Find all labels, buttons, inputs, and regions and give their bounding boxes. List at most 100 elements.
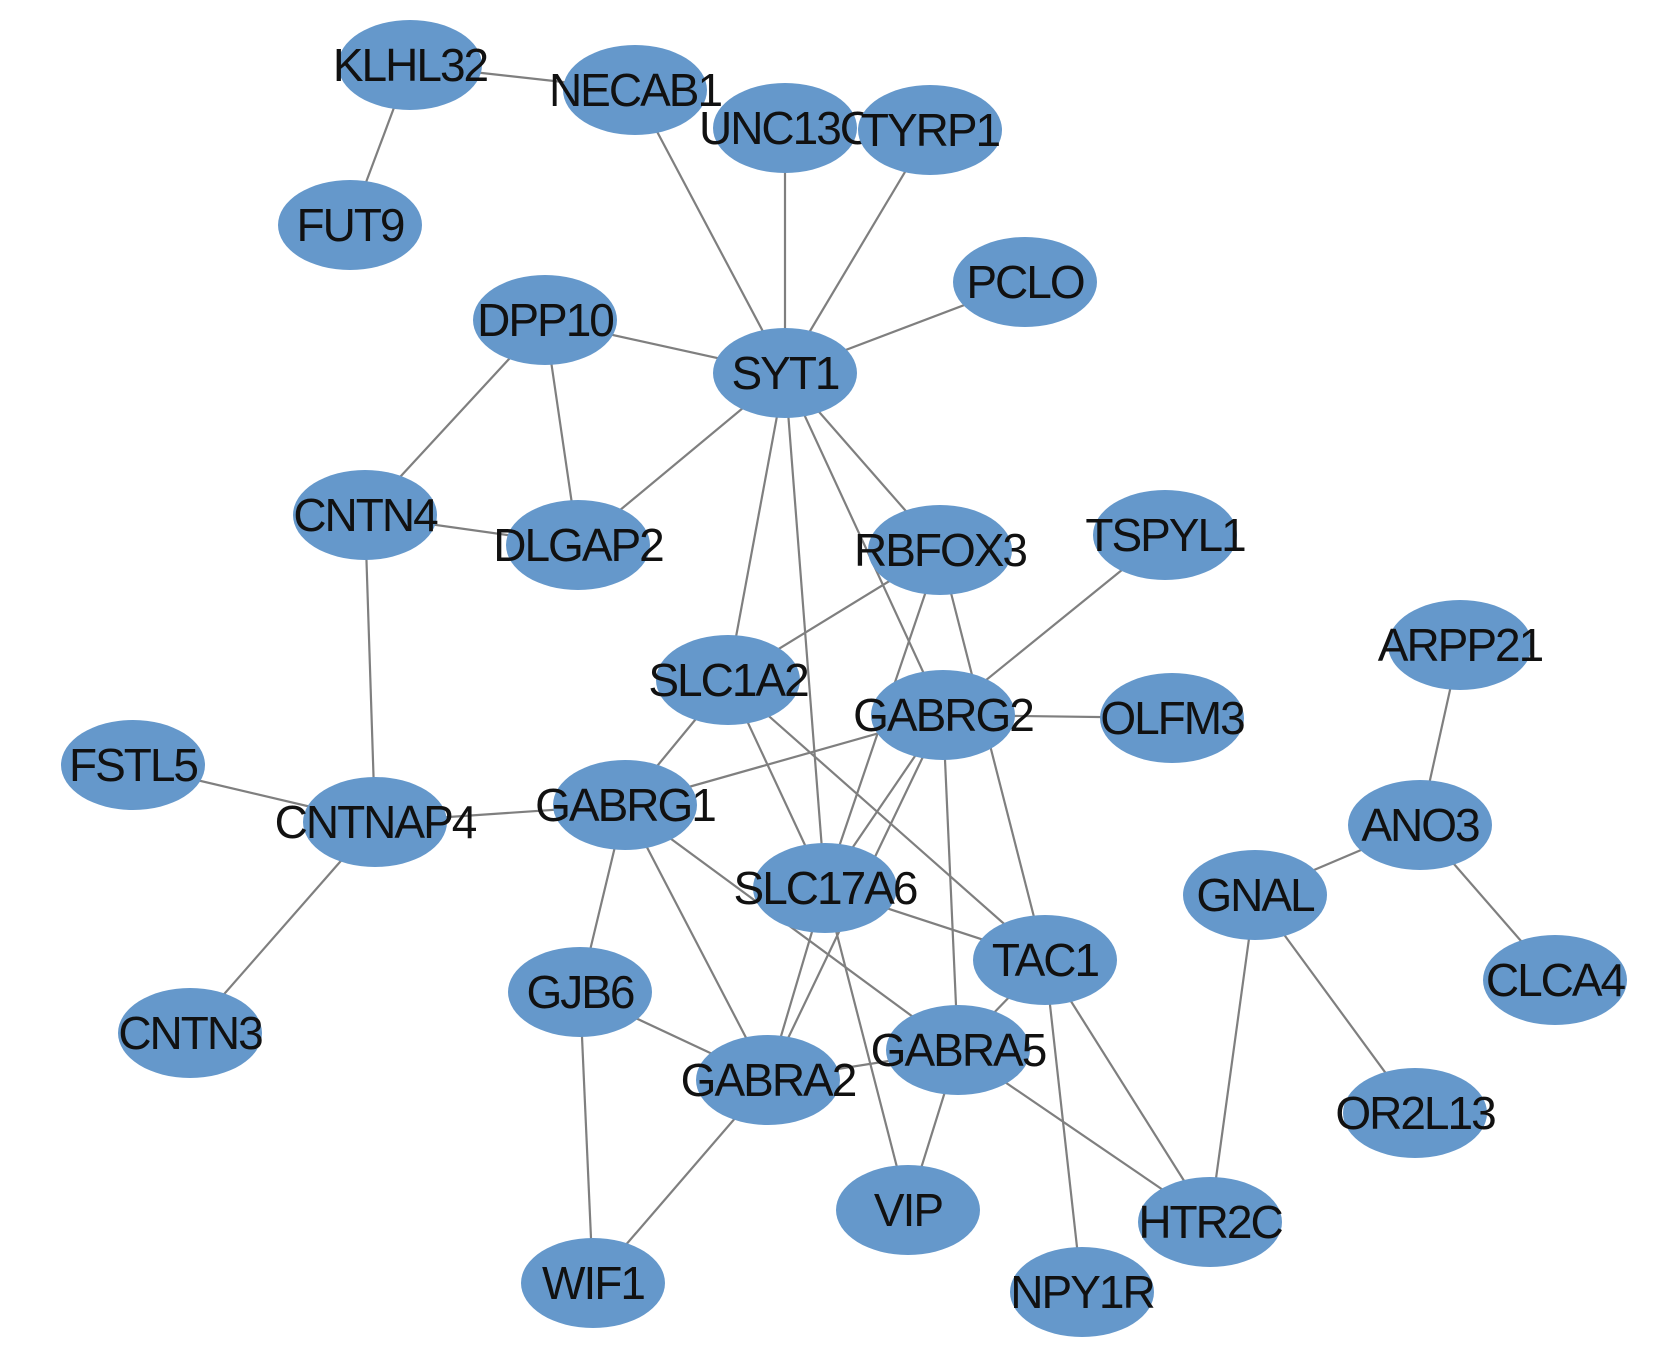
node-ellipse [656, 635, 800, 725]
node-label: SYT1 [731, 347, 838, 399]
node-label: SLC1A2 [648, 654, 808, 706]
node-tyrp1: TYRP1 [858, 85, 1002, 175]
node-ellipse [713, 328, 857, 418]
node-gabra5: GABRA5 [871, 1005, 1048, 1095]
node-pclo: PCLO [953, 237, 1097, 327]
node-ellipse [1183, 850, 1327, 940]
node-ellipse [1138, 1177, 1282, 1267]
node-label: GABRG2 [853, 689, 1033, 741]
node-gabra2: GABRA2 [681, 1035, 858, 1125]
node-slc1a2: SLC1A2 [648, 635, 810, 725]
node-ellipse [1100, 673, 1244, 763]
node-unc13c: UNC13C [699, 83, 874, 173]
node-label: RBFOX3 [854, 524, 1026, 576]
node-label: GABRG1 [535, 779, 715, 831]
edge-tac1-npy1r [1043, 959, 1084, 1293]
node-ellipse [973, 915, 1117, 1005]
node-ellipse [868, 505, 1012, 595]
edge-syt1-gabrg2 [784, 372, 944, 716]
node-label: KLHL32 [333, 39, 488, 91]
node-ellipse [293, 470, 437, 560]
node-label: HTR2C [1138, 1196, 1282, 1248]
node-cntn4: CNTN4 [293, 470, 440, 560]
node-ellipse [858, 85, 1002, 175]
node-ellipse [303, 777, 447, 867]
node-ellipse [563, 45, 707, 135]
node-ellipse [338, 20, 482, 110]
node-label: CNTN4 [293, 489, 438, 541]
node-label: GABRA5 [871, 1024, 1046, 1076]
node-cntn3: CNTN3 [118, 988, 264, 1078]
edge-slc1a2-tac1 [727, 679, 1046, 961]
node-ellipse [953, 237, 1097, 327]
node-tac1: TAC1 [973, 915, 1117, 1005]
node-ellipse [753, 843, 897, 933]
node-label: ARPP21 [1378, 619, 1543, 671]
node-label: TYRP1 [861, 104, 1000, 156]
node-ellipse [1388, 600, 1532, 690]
node-fut9: FUT9 [278, 180, 422, 270]
node-clca4: CLCA4 [1483, 935, 1628, 1025]
node-necab1: NECAB1 [549, 45, 723, 135]
edge-syt1-slc17a6 [783, 372, 827, 889]
node-ellipse [506, 500, 650, 590]
node-npy1r: NPY1R [1010, 1247, 1156, 1337]
node-ellipse [61, 720, 205, 810]
edge-gnal-htr2c [1208, 894, 1257, 1223]
edge-tac1-htr2c [1044, 959, 1211, 1223]
edge-syt1-slc1a2 [726, 372, 787, 681]
node-rbfox3: RBFOX3 [854, 505, 1028, 595]
edge-gabrg1-gabra2 [624, 804, 769, 1081]
node-slc17a6: SLC17A6 [734, 843, 919, 933]
edge-gabrg2-gabra5 [941, 714, 960, 1051]
node-label: ANO3 [1361, 799, 1479, 851]
node-syt1: SYT1 [713, 328, 857, 418]
node-ellipse [1483, 935, 1627, 1025]
node-klhl32: KLHL32 [333, 20, 490, 110]
node-label: CLCA4 [1486, 954, 1626, 1006]
node-label: WIF1 [542, 1257, 644, 1309]
node-label: DPP10 [477, 294, 613, 346]
node-label: CNTN3 [118, 1007, 262, 1059]
edge-necab1-syt1 [634, 89, 786, 374]
node-tspyl1: TSPYL1 [1085, 490, 1247, 580]
node-or2l13: OR2L13 [1335, 1068, 1497, 1158]
node-label: GNAL [1196, 869, 1315, 921]
node-ellipse [473, 275, 617, 365]
node-ellipse [1010, 1247, 1154, 1337]
edge-slc17a6-vip [823, 887, 910, 1211]
node-gabrg2: GABRG2 [853, 670, 1035, 760]
node-label: FUT9 [297, 199, 404, 251]
node-gabrg1: GABRG1 [535, 760, 717, 850]
node-ellipse [521, 1238, 665, 1328]
node-ellipse [696, 1035, 840, 1125]
node-label: VIP [874, 1184, 942, 1236]
node-ellipse [118, 988, 262, 1078]
node-ano3: ANO3 [1348, 780, 1492, 870]
edge-gjb6-wif1 [578, 991, 595, 1284]
node-label: GABRA2 [681, 1054, 856, 1106]
node-dpp10: DPP10 [473, 275, 617, 365]
node-ellipse [886, 1005, 1030, 1095]
node-label: UNC13C [699, 102, 872, 154]
node-label: GJB6 [526, 966, 633, 1018]
node-olfm3: OLFM3 [1100, 673, 1246, 763]
node-wif1: WIF1 [521, 1238, 665, 1328]
node-arpp21: ARPP21 [1378, 600, 1545, 690]
node-label: FSTL5 [69, 739, 197, 791]
node-ellipse [1343, 1068, 1487, 1158]
node-vip: VIP [836, 1165, 980, 1255]
node-gnal: GNAL [1183, 850, 1327, 940]
node-label: PCLO [966, 256, 1083, 308]
node-ellipse [1093, 490, 1237, 580]
node-label: SLC17A6 [734, 862, 917, 914]
node-label: OR2L13 [1335, 1087, 1495, 1139]
node-label: TAC1 [992, 934, 1099, 986]
node-ellipse [836, 1165, 980, 1255]
node-ellipse [871, 670, 1015, 760]
node-label: TSPYL1 [1085, 509, 1245, 561]
edge-cntn4-cntnap4 [363, 514, 377, 823]
node-fstl5: FSTL5 [61, 720, 205, 810]
node-label: NECAB1 [549, 64, 721, 116]
